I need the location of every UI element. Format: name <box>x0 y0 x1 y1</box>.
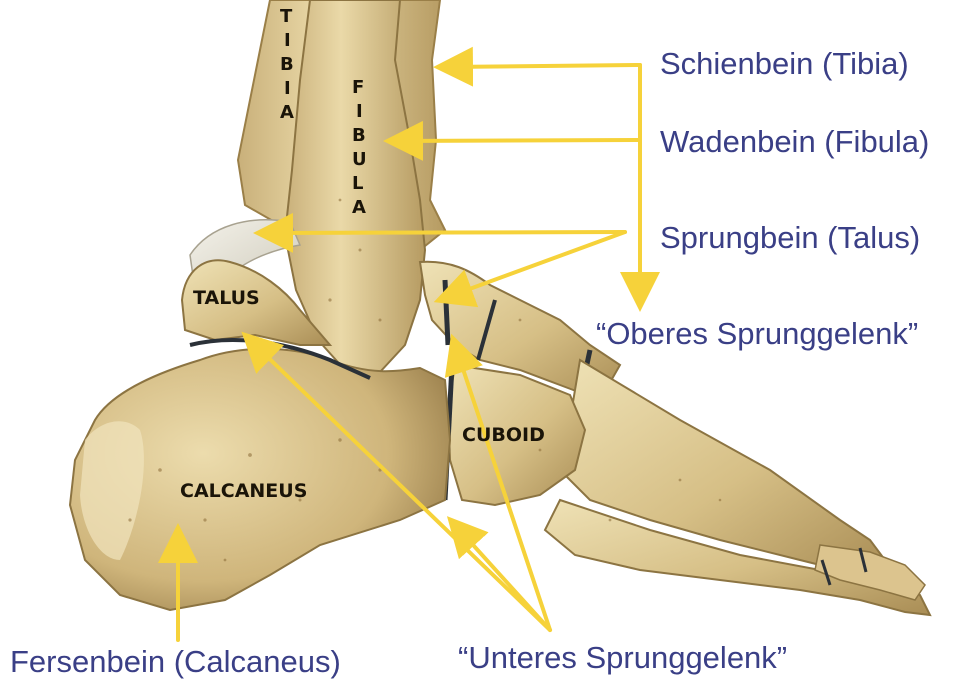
arrow-talus-joint <box>445 232 625 298</box>
label-lower-joint: “Unteres Sprunggelenk” <box>458 640 787 675</box>
tibia-letter: I <box>284 78 291 99</box>
arrow-tibia <box>445 65 640 67</box>
tibia-letter: I <box>284 30 291 51</box>
tibia-letter: T <box>280 6 293 27</box>
label-tibia: Schienbein (Tibia) <box>660 46 909 81</box>
fibula-letter: F <box>352 77 364 98</box>
arrow-fibula <box>395 140 640 141</box>
label-fibula: Wadenbein (Fibula) <box>660 124 929 159</box>
label-talus: Sprungbein (Talus) <box>660 220 920 255</box>
fibula-letter: I <box>356 101 363 122</box>
tibia-letter: A <box>280 102 294 123</box>
bone-label-talus: TALUS <box>193 287 260 309</box>
fibula-letter: U <box>352 149 367 170</box>
label-calcaneus: Fersenbein (Calcaneus) <box>10 644 341 679</box>
arrow-lower-3 <box>455 525 550 630</box>
bone-label-cuboid: CUBOID <box>462 424 545 446</box>
tibia-letter: B <box>280 54 294 75</box>
joint-gap-navicular <box>445 280 448 345</box>
label-upper-joint: “Oberes Sprunggelenk” <box>596 316 918 351</box>
arrow-talus-left <box>265 232 625 233</box>
fibula-letter: B <box>352 125 366 146</box>
fibula-letter: L <box>352 173 363 194</box>
bone-label-calcaneus: CALCANEUS <box>180 480 307 502</box>
fibula-letter: A <box>352 197 366 218</box>
tibia-vertical-label: T I B I A <box>280 6 294 123</box>
